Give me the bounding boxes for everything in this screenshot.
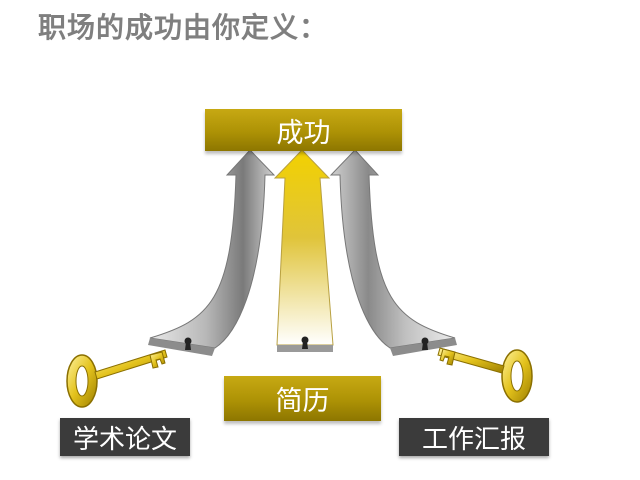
key-icon — [66, 349, 168, 408]
key-icon — [437, 347, 533, 403]
resume-box: 简历 — [224, 376, 381, 421]
academic-paper-box: 学术论文 — [60, 418, 190, 456]
page-title: 职场的成功由你定义： — [38, 11, 329, 44]
work-report-box: 工作汇报 — [399, 418, 549, 456]
left-arrow — [148, 149, 276, 356]
keyhole-icon — [184, 337, 192, 350]
resume-label: 简历 — [275, 386, 330, 417]
keyhole-icon — [301, 336, 309, 349]
right-arrow — [329, 149, 457, 356]
success-box: 成功 — [205, 109, 402, 151]
academic-paper-label: 学术论文 — [72, 424, 177, 455]
success-label: 成功 — [276, 117, 331, 149]
center-arrow — [273, 149, 334, 352]
keyhole-icon — [421, 337, 429, 350]
work-report-label: 工作汇报 — [421, 424, 526, 455]
